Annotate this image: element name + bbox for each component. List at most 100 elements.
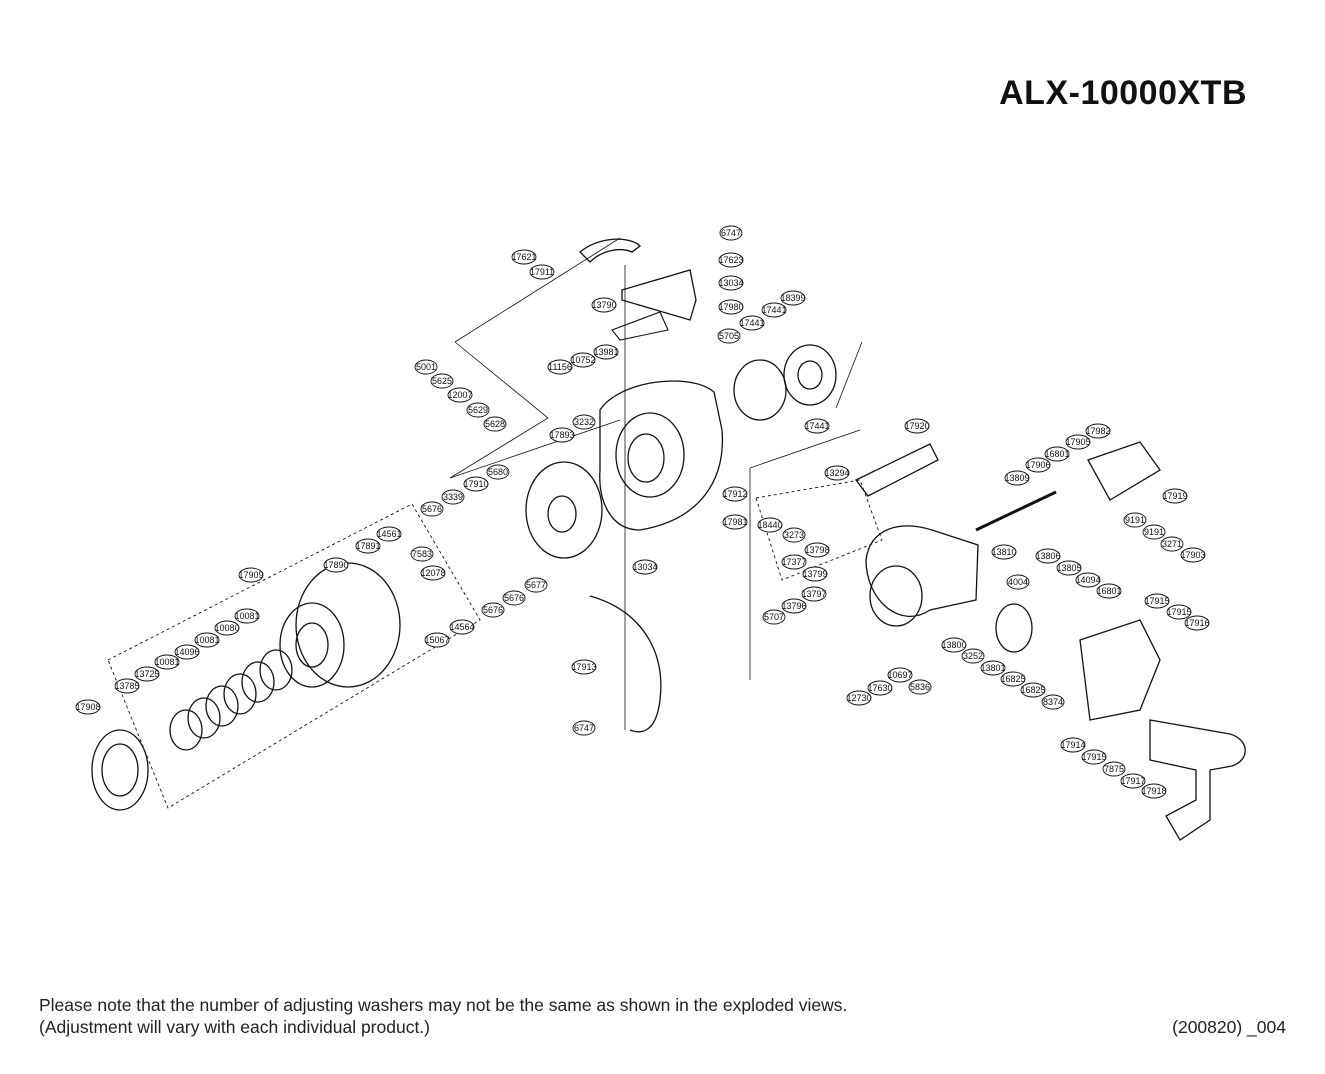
svg-text:17903: 17903 [1180, 550, 1205, 560]
svg-text:9191: 9191 [1125, 515, 1145, 525]
svg-text:5677: 5677 [526, 580, 546, 590]
svg-text:17917: 17917 [1120, 776, 1145, 786]
document-code: (200820) _004 [1172, 1017, 1286, 1037]
svg-text:17906: 17906 [1025, 460, 1050, 470]
svg-text:15067: 15067 [424, 635, 449, 645]
bail-wire-part [589, 595, 662, 733]
svg-text:17441: 17441 [804, 421, 829, 431]
part-label-17914: 17914 [1060, 737, 1086, 753]
part-label-17893: 17893 [549, 427, 575, 443]
svg-text:17980: 17980 [718, 302, 743, 312]
svg-text:17623: 17623 [718, 255, 743, 265]
line-roller-arm-part [579, 238, 641, 263]
svg-text:17908: 17908 [75, 702, 100, 712]
svg-text:6747: 6747 [721, 228, 741, 238]
svg-text:10081: 10081 [154, 657, 179, 667]
part-label-16825: 16825 [1020, 682, 1046, 698]
svg-text:5625: 5625 [432, 376, 452, 386]
part-label-17918: 17918 [1141, 783, 1167, 799]
svg-text:16801: 16801 [1096, 586, 1121, 596]
part-label-17980: 17980 [718, 299, 744, 315]
svg-text:17377: 17377 [781, 557, 806, 567]
svg-text:5629: 5629 [468, 405, 488, 415]
part-label-17916: 17916 [1184, 615, 1210, 631]
svg-text:11156: 11156 [548, 362, 572, 372]
part-label-16801: 16801 [1096, 583, 1122, 599]
part-label-14561: 14561 [376, 526, 402, 542]
part-label-18399: 18399 [780, 290, 806, 306]
part-label-13785: 13785 [114, 678, 140, 694]
svg-text:5707: 5707 [764, 612, 784, 622]
part-label-17981: 17981 [722, 514, 748, 530]
bearing-housing-part [783, 344, 837, 406]
svg-text:5705: 5705 [719, 331, 739, 341]
svg-text:14564: 14564 [449, 622, 474, 632]
svg-text:13034: 13034 [632, 562, 657, 572]
part-label-7875: 7875 [1102, 761, 1126, 777]
svg-text:17982: 17982 [1085, 426, 1110, 436]
svg-text:5676: 5676 [422, 504, 442, 514]
svg-text:17621: 17621 [511, 252, 536, 262]
part-label-13806: 13806 [1035, 548, 1061, 564]
svg-text:6747: 6747 [574, 723, 594, 733]
rotor-part [599, 380, 724, 531]
part-label-10081: 10081 [234, 608, 260, 624]
part-label-17623: 17623 [718, 252, 744, 268]
svg-text:17890: 17890 [323, 560, 348, 570]
svg-text:3271: 3271 [1162, 539, 1182, 549]
svg-text:17920: 17920 [904, 421, 929, 431]
svg-text:13810: 13810 [991, 547, 1016, 557]
svg-text:10081: 10081 [194, 635, 219, 645]
svg-text:17910: 17910 [463, 479, 488, 489]
part-label-5705: 5705 [717, 328, 741, 344]
svg-text:17915: 17915 [1081, 752, 1106, 762]
svg-text:12730: 12730 [846, 693, 871, 703]
svg-text:5676: 5676 [483, 605, 503, 615]
svg-text:14561: 14561 [376, 529, 401, 539]
svg-text:16801: 16801 [1044, 449, 1069, 459]
svg-text:5676: 5676 [504, 593, 524, 603]
svg-text:17912: 17912 [722, 489, 747, 499]
svg-text:17914: 17914 [1060, 740, 1085, 750]
svg-text:9191: 9191 [1144, 527, 1164, 537]
part-label-17630: 17630 [867, 680, 893, 696]
handle-part [1149, 719, 1246, 841]
part-label-18440: 18440 [757, 517, 783, 533]
main-gear-part [995, 603, 1033, 653]
svg-text:13800: 13800 [941, 640, 966, 650]
bail-cover-part [621, 269, 697, 321]
svg-text:13806: 13806 [1035, 551, 1060, 561]
part-label-13797: 13797 [801, 586, 827, 602]
part-label-6747: 6747 [572, 720, 596, 736]
svg-text:17913: 17913 [571, 662, 596, 672]
part-label-13809: 13809 [1004, 470, 1030, 486]
svg-text:14096: 14096 [174, 647, 199, 657]
part-label-9191: 9191 [1123, 512, 1147, 528]
part-label-17915: 17915 [1081, 749, 1107, 765]
svg-text:18399: 18399 [780, 293, 805, 303]
gear-assembly-group [755, 479, 883, 581]
svg-text:12078: 12078 [420, 568, 445, 578]
part-label-5677: 5677 [524, 577, 548, 593]
svg-text:17905: 17905 [1065, 437, 1090, 447]
part-label-17621: 17621 [511, 249, 537, 265]
part-label-17441: 17441 [739, 315, 765, 331]
part-label-5001: 5001 [414, 359, 438, 375]
handle-cover-part [1079, 619, 1161, 721]
part-label-14096: 14096 [174, 644, 200, 660]
svg-text:17915: 17915 [1166, 607, 1191, 617]
part-label-17903: 17903 [1180, 547, 1206, 563]
part-label-14094: 14094 [1075, 572, 1101, 588]
part-label-3339: 3339 [441, 489, 465, 505]
part-label-13798: 13798 [804, 542, 830, 558]
svg-text:7875: 7875 [1104, 764, 1124, 774]
part-label-17915: 17915 [1166, 604, 1192, 620]
svg-text:10752: 10752 [570, 355, 595, 365]
part-label-8374: 8374 [1041, 694, 1065, 710]
svg-text:13796: 13796 [781, 601, 806, 611]
part-label-17890: 17890 [323, 557, 349, 573]
svg-text:13798: 13798 [804, 545, 829, 555]
svg-text:13797: 13797 [801, 589, 826, 599]
part-label-3252: 3252 [961, 648, 985, 664]
part-label-13810: 13810 [991, 544, 1017, 560]
